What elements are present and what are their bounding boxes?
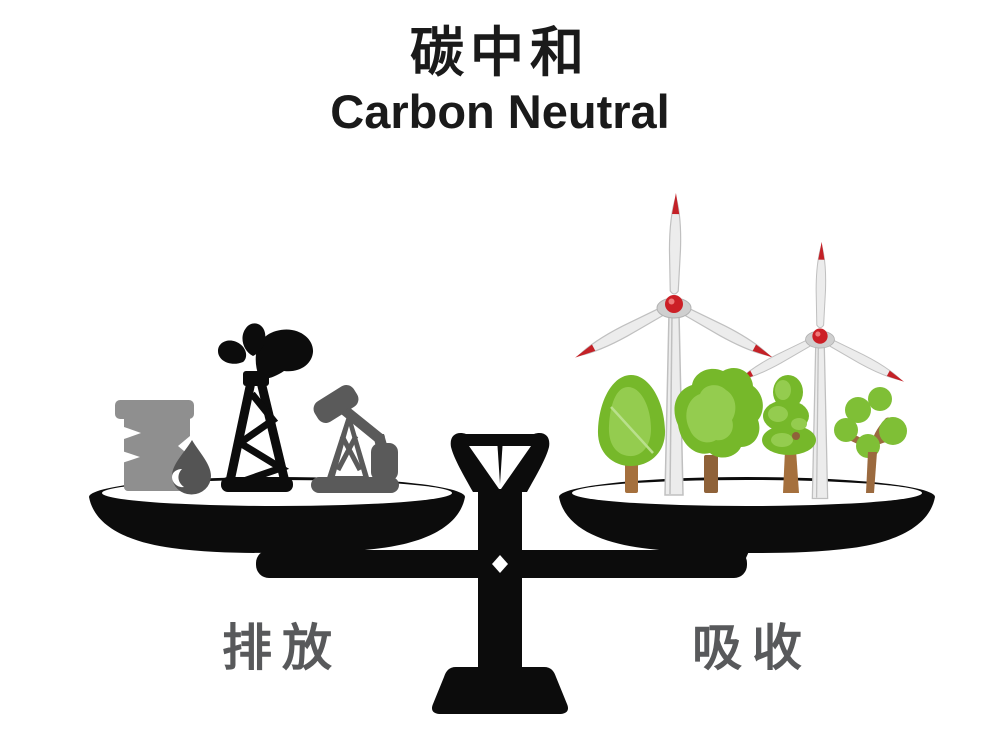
scale-pivot-hole bbox=[492, 555, 508, 573]
pumpjack-counterweight bbox=[371, 443, 398, 481]
oil-drop-highlight bbox=[172, 469, 184, 488]
page-title-chinese: 碳中和 bbox=[410, 23, 590, 83]
pumpjack-cross-brace bbox=[335, 434, 363, 472]
left-pan-label: 排放 bbox=[222, 620, 342, 676]
derrick-left-leg bbox=[224, 381, 256, 487]
tree-highlight-streak bbox=[610, 406, 654, 454]
pumpjack-horse-head bbox=[313, 385, 359, 423]
pump-jack-icon bbox=[311, 385, 399, 493]
tree-canopy-highlight bbox=[771, 433, 793, 447]
scale-pointer-needle bbox=[497, 446, 503, 484]
right-pan-surface bbox=[572, 480, 922, 506]
absorption-trees bbox=[597, 367, 907, 493]
derrick-cross-braces bbox=[233, 391, 290, 488]
right-pan-label: 吸收 bbox=[692, 620, 812, 676]
tree-sapling-icon bbox=[834, 387, 907, 493]
tree-canopy-highlight bbox=[768, 406, 788, 422]
tree-bushy-icon bbox=[674, 367, 763, 493]
page-title-english: Carbon Neutral bbox=[330, 85, 670, 138]
derrick-base bbox=[221, 477, 293, 492]
tree-canopy-highlight bbox=[686, 385, 736, 443]
oil-drop-shape bbox=[172, 440, 211, 495]
tree-trunk bbox=[704, 455, 718, 493]
tree-leaf-clump bbox=[845, 397, 871, 423]
oil-gusher-drop bbox=[242, 323, 266, 356]
tree-round-icon bbox=[597, 375, 666, 493]
oil-derrick-icon bbox=[218, 323, 314, 492]
scale-pillar bbox=[478, 488, 522, 686]
oil-gusher-splash bbox=[255, 329, 314, 379]
tree-conifer-icon bbox=[762, 375, 816, 493]
tree-leaf-clump bbox=[834, 418, 858, 442]
tree-canopy-highlight bbox=[775, 380, 791, 400]
wind-turbine-small-icon bbox=[733, 241, 907, 500]
barrel-cap bbox=[115, 400, 194, 419]
oil-gusher-drop bbox=[218, 340, 247, 364]
tree-trunk bbox=[783, 450, 799, 493]
oil-drop-icon bbox=[172, 440, 211, 495]
tree-knot bbox=[792, 432, 800, 440]
barrel-band-notch bbox=[122, 451, 140, 463]
tree-leaf-clump bbox=[868, 387, 892, 411]
emissions-icons bbox=[115, 323, 399, 495]
tree-trunk bbox=[866, 452, 877, 493]
tree-leaf-clump bbox=[879, 417, 907, 445]
scale-base bbox=[431, 667, 569, 714]
barrel-band-notch bbox=[124, 427, 141, 439]
tree-canopy-highlight bbox=[791, 418, 807, 430]
